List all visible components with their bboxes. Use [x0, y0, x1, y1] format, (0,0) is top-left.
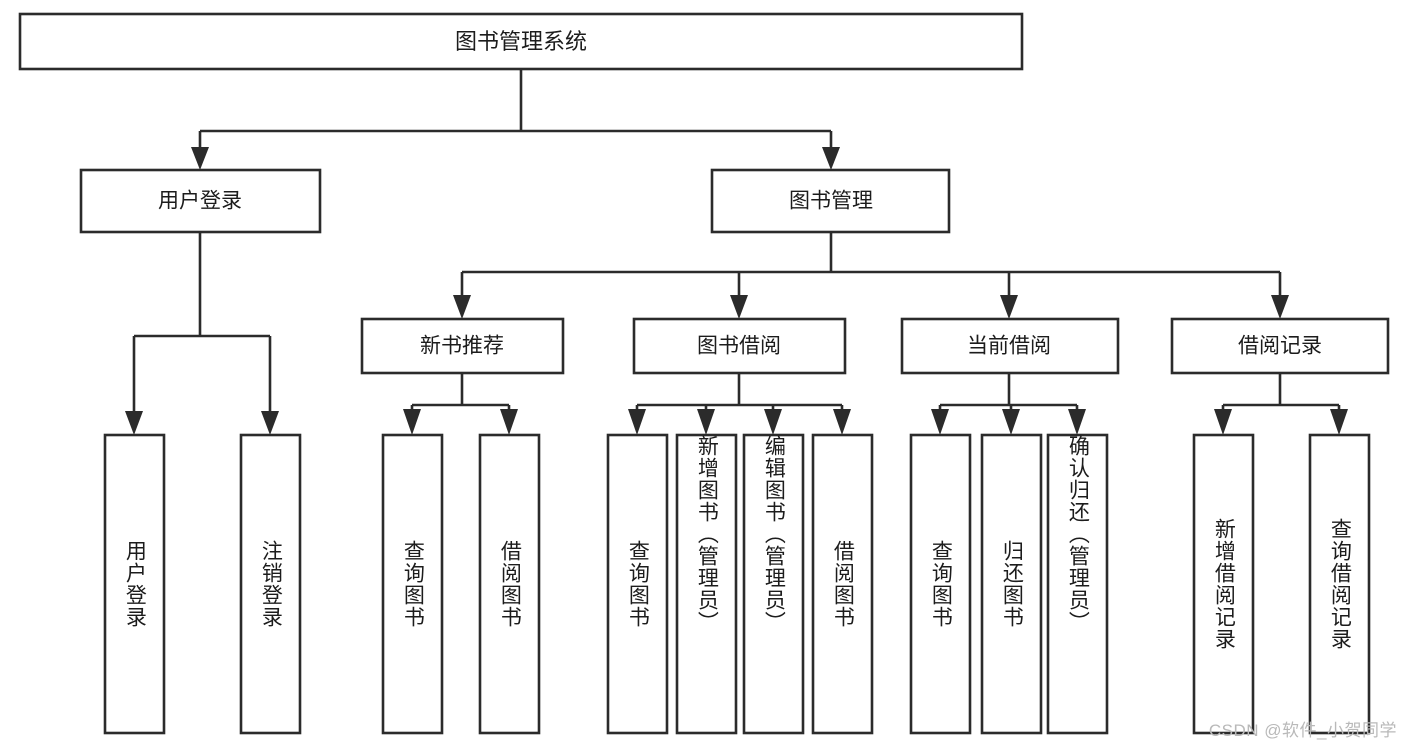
node-leaf-query-book-3[interactable]: [909, 433, 972, 735]
node-book-management[interactable]: [710, 168, 951, 234]
node-leaf-query-book-1[interactable]: [381, 433, 444, 735]
node-leaf-confirm-return[interactable]: [1046, 433, 1109, 735]
node-borrow-record[interactable]: [1170, 317, 1390, 375]
node-new-book-recommend[interactable]: [360, 317, 565, 375]
arrowhead-book-borrow: [730, 295, 748, 319]
node-new-book-recommend-label: 新书推荐: [420, 335, 504, 358]
node-leaf-add-book[interactable]: [675, 433, 738, 735]
node-leaf-query-record[interactable]: [1308, 433, 1371, 735]
node-leaf-add-record[interactable]: [1192, 433, 1255, 735]
arrowhead-leaf-borrow-book-2: [833, 409, 851, 435]
arrowhead-user-login: [191, 147, 209, 170]
arrowhead-leaf-query-book-2: [628, 409, 646, 435]
node-leaf-borrow-book-2[interactable]: [811, 433, 874, 735]
arrowhead-leaf-edit-book: [764, 409, 782, 435]
node-leaf-edit-book[interactable]: [742, 433, 805, 735]
node-book-borrow[interactable]: [632, 317, 847, 375]
arrowhead-leaf-borrow-book-1: [500, 409, 518, 435]
node-layer: 图书管理系统 用户登录 图书管理 新书推荐 图书借阅 当前借阅 借阅记录: [18, 12, 1390, 735]
node-user-login-label: 用户登录: [158, 190, 242, 213]
arrowhead-current-borrow: [1000, 295, 1018, 319]
node-leaf-query-book-2[interactable]: [606, 433, 669, 735]
arrowhead-leaf-query-book-3: [931, 409, 949, 435]
arrowhead-new-book-recommend: [453, 295, 471, 319]
node-root-label: 图书管理系统: [455, 29, 587, 54]
node-leaf-return-book[interactable]: [980, 433, 1043, 735]
arrowhead-leaf-add-record: [1214, 409, 1232, 435]
arrowhead-leaf-user-login: [125, 411, 143, 435]
node-leaf-borrow-book-1[interactable]: [478, 433, 541, 735]
arrowhead-leaf-user-logout: [261, 411, 279, 435]
csdn-watermark: CSDN @软件_小贺同学: [1208, 721, 1397, 740]
node-user-login[interactable]: [79, 168, 322, 234]
node-leaf-user-logout[interactable]: [239, 433, 302, 735]
arrowhead-leaf-confirm-return: [1068, 409, 1086, 435]
node-leaf-user-login[interactable]: [103, 433, 166, 735]
arrowhead-leaf-return-book: [1002, 409, 1020, 435]
node-book-borrow-label: 图书借阅: [697, 335, 781, 358]
arrowhead-leaf-query-record: [1330, 409, 1348, 435]
arrowhead-leaf-add-book: [697, 409, 715, 435]
arrowhead-leaf-query-book-1: [403, 409, 421, 435]
node-current-borrow-label: 当前借阅: [967, 335, 1051, 358]
node-borrow-record-label: 借阅记录: [1238, 335, 1322, 358]
node-book-management-label: 图书管理: [789, 190, 873, 213]
node-root[interactable]: [18, 12, 1024, 71]
connector-layer: [125, 69, 1348, 435]
arrowhead-book-management: [822, 147, 840, 170]
arrowhead-borrow-record: [1271, 295, 1289, 319]
node-current-borrow[interactable]: [900, 317, 1120, 375]
